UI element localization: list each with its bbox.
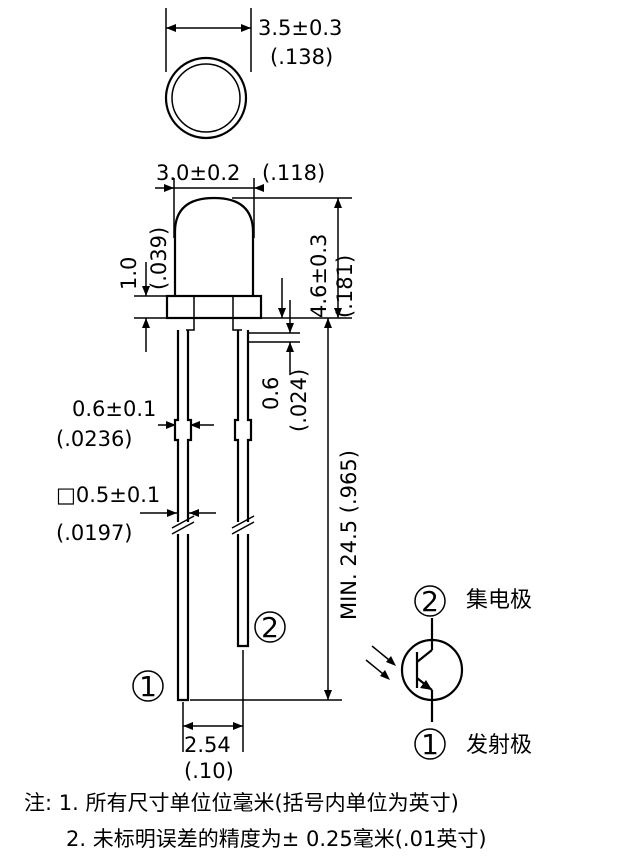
side-view-body: 3.0±0.2 (.118) 1.0 (.039) 4.6±0.3 (.181): [117, 161, 357, 352]
note-line-2: 2. 未标明误差的精度为± 0.25毫米(.01英寸): [66, 827, 487, 851]
body-diameter-inch-label: (.118): [262, 161, 325, 185]
lead-length-label: MIN. 24.5 (.965): [337, 450, 361, 620]
flange-height-inch-label: (.039): [147, 227, 171, 290]
lead-width-inch-label: (.0236): [56, 427, 133, 451]
emitter-label: 发射极: [466, 733, 532, 758]
collector-label: 集电极: [466, 588, 532, 613]
pin-1-marker: 1: [139, 670, 157, 703]
emitter-pin-number: 1: [421, 728, 439, 761]
flange-height-label: 1.0: [117, 257, 141, 290]
pitch-inch-label: (.10): [184, 759, 234, 783]
lead-width-dimension: 0.6±0.1 (.0236): [56, 397, 214, 451]
lead-length-dimension: MIN. 24.5 (.965): [190, 318, 361, 701]
lead-1-right-edge-top: [186, 330, 193, 522]
lens-outer-circle: [164, 56, 248, 140]
phototransistor-symbol: 2 集电极 1 发射极: [365, 585, 532, 761]
note-line-1: 注: 1. 所有尺寸单位位毫米(括号内单位为英寸): [24, 791, 459, 815]
lens-diameter-inch-label: (.138): [270, 45, 333, 69]
lead-1-left-edge-top: [173, 330, 180, 522]
pin-2-marker-circle: [254, 611, 286, 643]
lead-spacing-label: 0.6: [259, 377, 283, 410]
flange: [165, 294, 263, 320]
lead-spacing-inch-label: (.024): [287, 369, 311, 432]
collector-pin-number: 2: [421, 585, 439, 618]
emitter-number-circle: [414, 728, 446, 760]
total-height-label: 4.6±0.3: [307, 234, 331, 318]
pitch-label: 2.54: [184, 733, 231, 757]
pin-2-marker: 2: [261, 611, 279, 644]
leads: [171, 330, 255, 702]
lens-inner-circle: [171, 63, 241, 133]
total-height-inch-label: (.181): [333, 255, 357, 318]
lead-1-bottom: [176, 534, 190, 702]
pin-1-marker-circle: [132, 670, 164, 702]
collector-number-circle: [414, 585, 446, 617]
body-diameter-label: 3.0±0.2: [156, 161, 240, 185]
dome-lens-outline: [173, 196, 255, 296]
pin-markers: 1 2: [132, 611, 286, 703]
lead-square-dimension: □0.5±0.1 (.0197): [56, 483, 216, 545]
lead-square-inch-label: (.0197): [56, 521, 133, 545]
lead-square-label: □0.5±0.1: [56, 483, 160, 507]
lead-width-label: 0.6±0.1: [72, 397, 156, 421]
lead-spacing-dimension: 0.6 (.024): [248, 300, 311, 432]
lead-2-right-edge-top: [246, 330, 253, 522]
lens-diameter-label: 3.5±0.3: [258, 16, 342, 40]
top-view: 3.5±0.3 (.138): [164, 8, 342, 140]
lead-2-left-edge-top: [233, 330, 240, 522]
lead-2-bottom: [236, 534, 250, 648]
notes: 注: 1. 所有尺寸单位位毫米(括号内单位为英寸) 2. 未标明误差的精度为± …: [24, 791, 487, 851]
pitch-dimension: 2.54 (.10): [182, 650, 244, 783]
